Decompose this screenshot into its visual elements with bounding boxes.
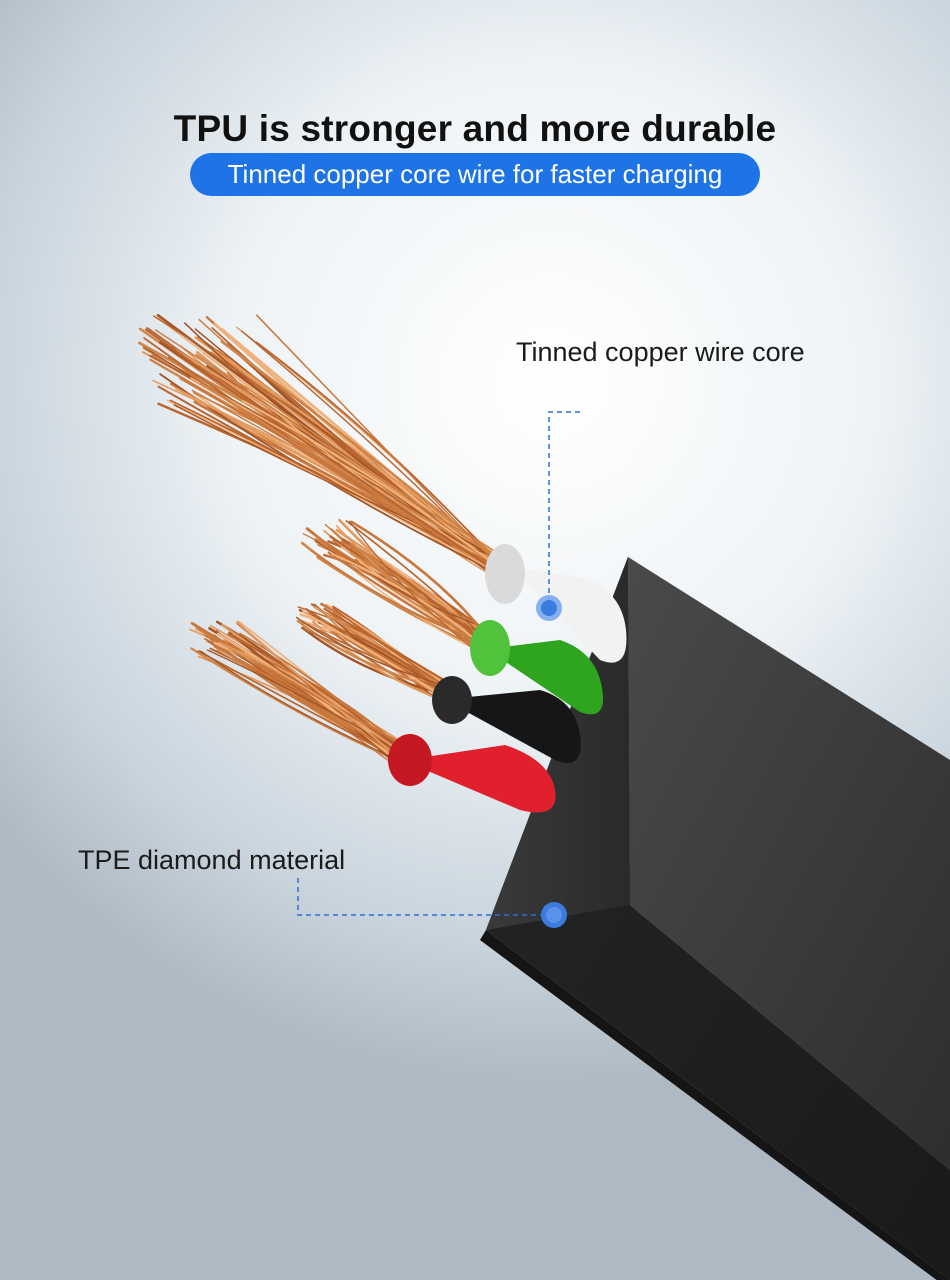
- black-wire: [432, 676, 581, 763]
- copper-strand: [332, 607, 448, 688]
- copper-strand: [195, 353, 497, 560]
- callout-jacket-leader: [297, 878, 567, 928]
- copper-strand: [206, 649, 406, 757]
- red-wire: [388, 734, 556, 813]
- copper-strand: [350, 520, 487, 635]
- copper-strand: [157, 385, 501, 569]
- copper-strand: [296, 619, 454, 694]
- copper-strand: [348, 520, 476, 651]
- copper-strand: [144, 328, 493, 570]
- white-wire: [485, 544, 627, 663]
- copper-strand: [197, 650, 394, 757]
- copper-strand: [236, 621, 399, 751]
- copper-strand: [314, 539, 491, 631]
- copper-strand: [191, 622, 407, 747]
- subtitle-badge: Tinned copper core wire for faster charg…: [190, 153, 760, 196]
- copper-strand: [213, 322, 493, 564]
- copper-strand: [190, 647, 395, 760]
- copper-strand: [255, 314, 496, 563]
- copper-strand: [200, 650, 396, 759]
- copper-strand: [345, 520, 483, 637]
- copper-strand: [323, 607, 451, 685]
- copper-strand: [175, 387, 499, 568]
- page-title: TPU is stronger and more durable: [173, 108, 777, 149]
- callout-label-jacket: TPE diamond material: [78, 845, 346, 875]
- copper-strand: [217, 641, 394, 755]
- copper-strand: [213, 645, 398, 757]
- copper-strand: [190, 377, 504, 558]
- copper-strand: [332, 617, 445, 689]
- copper-strand: [241, 399, 498, 568]
- callout-wire-core-leader: [536, 411, 580, 621]
- insulated-wires: [388, 544, 627, 813]
- callout-label-wire-core: Tinned copper wire core: [516, 337, 805, 367]
- copper-strand: [312, 620, 452, 705]
- copper-strand: [305, 528, 478, 641]
- copper-strand: [317, 606, 443, 697]
- copper-strand: [310, 549, 487, 646]
- copper-strand: [295, 616, 452, 688]
- copper-strand: [227, 632, 404, 755]
- copper-strand: [154, 329, 496, 567]
- copper-strand: [327, 551, 485, 651]
- green-wire: [470, 620, 604, 715]
